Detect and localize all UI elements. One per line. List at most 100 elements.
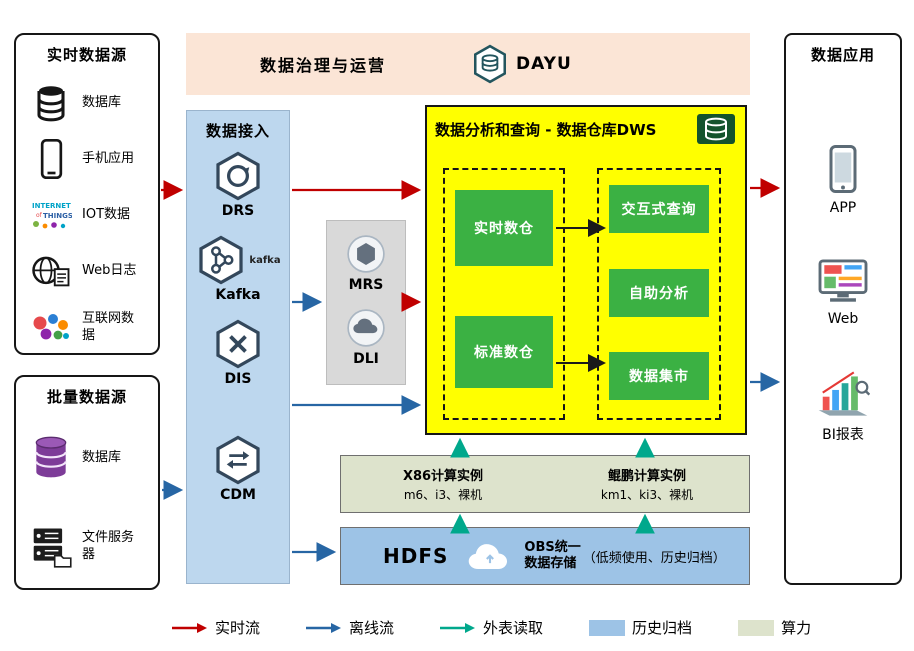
flow-legend: 实时流 离线流 外表读取 历史归档 算力 xyxy=(172,617,811,638)
service-kafka: kafka Kafka xyxy=(195,235,281,303)
governance-banner: 数据治理与运营 DAYU xyxy=(186,33,750,95)
service-mrs: MRS xyxy=(345,233,387,293)
cdm-icon xyxy=(216,435,260,485)
source-item-iot: INTERNET of THINGS IOT数据 xyxy=(16,189,158,241)
legend-label: 算力 xyxy=(781,619,812,637)
app-icon xyxy=(829,145,857,193)
legend-item-realtime: 实时流 xyxy=(172,617,260,638)
legend-label: 实时流 xyxy=(215,619,261,637)
compute-swatch xyxy=(738,619,775,636)
app-item-web: Web xyxy=(817,258,869,327)
module-label: 实时数仓 xyxy=(474,221,534,237)
source-item-mobile: 手机应用 xyxy=(16,133,158,185)
source-item-batch-database: 数据库 xyxy=(16,429,158,487)
applications-panel: 数据应用 APP Web xyxy=(784,33,902,585)
service-label-kafka: Kafka xyxy=(215,287,261,303)
source-label: 文件服务器 xyxy=(82,530,135,562)
module-label: 标准数仓 xyxy=(474,345,534,361)
legend-item-offline: 离线流 xyxy=(306,617,394,638)
app-item-app: APP xyxy=(828,145,858,216)
web-icon xyxy=(818,259,868,302)
obs-title: OBS统一 数据存储 xyxy=(524,540,580,573)
app-label: Web xyxy=(827,311,859,327)
service-label-cdm: CDM xyxy=(220,487,256,503)
svg-text:THINGS: THINGS xyxy=(43,212,72,220)
app-label: APP xyxy=(829,200,857,216)
archive-swatch xyxy=(589,619,626,636)
source-label: 手机应用 xyxy=(82,150,135,166)
obs-note: （低频使用、历史归档） xyxy=(582,550,726,566)
batch-sources-title: 批量数据源 xyxy=(46,388,127,406)
analysis-dashed-group xyxy=(597,168,721,420)
legend-item-external-read: 外表读取 xyxy=(440,617,543,638)
service-dli: DLI xyxy=(345,307,387,367)
ingestion-panel: 数据接入 DRS kafka xyxy=(186,110,290,584)
service-dis: DIS xyxy=(212,319,264,387)
dws-database-icon xyxy=(697,114,735,144)
mrs-icon xyxy=(347,235,385,273)
compute-x86-spec: m6、i3、裸机 xyxy=(403,488,483,502)
external-read-arrow-icon xyxy=(440,622,476,633)
source-label: 数据库 xyxy=(82,94,122,110)
compute-x86-title: X86计算实例 xyxy=(402,469,484,484)
module-label: 数据集市 xyxy=(629,369,689,385)
dayu-icon xyxy=(474,44,507,84)
module-standard-warehouse: 标准数仓 xyxy=(455,316,553,388)
compute-x86: X86计算实例 m6、i3、裸机 xyxy=(341,456,545,512)
database-stack-icon xyxy=(29,436,73,480)
service-label-mrs: MRS xyxy=(348,277,384,293)
bi-report-icon xyxy=(818,371,870,416)
realtime-sources-title: 实时数据源 xyxy=(46,46,127,64)
obs-line2: 数据存储 xyxy=(524,556,577,571)
kafka-wordmark: kafka xyxy=(249,254,281,266)
source-item-file-server: 文件服务器 xyxy=(16,515,158,579)
module-label: 交互式查询 xyxy=(621,202,697,218)
batch-sources-panel: 批量数据源 数据库 xyxy=(14,375,160,590)
middleware-panel: MRS DLI xyxy=(326,220,406,385)
app-item-bi: BI报表 xyxy=(816,371,870,444)
module-data-mart: 数据集市 xyxy=(609,352,709,400)
obs-cloud-icon xyxy=(469,544,508,569)
module-interactive-query: 交互式查询 xyxy=(609,185,709,233)
obs-line1: OBS统一 xyxy=(524,539,581,555)
compute-kunpeng: 鲲鹏计算实例 km1、ki3、裸机 xyxy=(545,456,749,512)
realtime-flow-arrow-icon xyxy=(172,622,207,633)
dis-icon xyxy=(216,319,260,369)
svg-text:INTERNET: INTERNET xyxy=(32,202,71,210)
internet-data-icon xyxy=(29,311,73,345)
iot-icon: INTERNET of THINGS xyxy=(29,198,73,232)
source-item-internet: 互联网数据 xyxy=(16,301,158,355)
hdfs-label: HDFS xyxy=(383,544,449,568)
source-label: 数据库 xyxy=(82,449,122,465)
compute-kunpeng-spec: km1、ki3、裸机 xyxy=(600,488,694,502)
service-label-dli: DLI xyxy=(353,351,379,367)
ingestion-title: 数据接入 xyxy=(205,122,270,140)
web-log-icon xyxy=(29,254,73,288)
database-icon xyxy=(29,84,73,122)
service-cdm: CDM xyxy=(212,435,264,503)
legend-label: 离线流 xyxy=(349,619,395,637)
source-item-weblog: Web日志 xyxy=(16,245,158,297)
warehouse-dashed-group xyxy=(443,168,565,420)
applications-title: 数据应用 xyxy=(810,46,875,64)
svg-text:of: of xyxy=(36,212,43,219)
legend-item-archive: 历史归档 xyxy=(589,617,692,638)
service-label-dis: DIS xyxy=(224,371,252,387)
drs-icon xyxy=(216,151,260,201)
source-label: 互联网数据 xyxy=(82,311,135,343)
service-drs: DRS xyxy=(212,151,264,219)
source-label: IOT数据 xyxy=(82,206,131,222)
service-label-drs: DRS xyxy=(221,203,255,219)
app-label: BI报表 xyxy=(822,427,864,443)
dws-title: 数据分析和查询 - 数据仓库DWS xyxy=(435,120,657,139)
storage-panel: HDFS OBS统一 数据存储 （低频使用、历史归档） xyxy=(340,527,750,585)
source-item-database: 数据库 xyxy=(16,77,158,129)
module-label: 自助分析 xyxy=(629,286,689,302)
compute-panel: X86计算实例 m6、i3、裸机 鲲鹏计算实例 km1、ki3、裸机 xyxy=(340,455,750,513)
offline-flow-arrow-icon xyxy=(306,622,342,633)
compute-kunpeng-title: 鲲鹏计算实例 xyxy=(607,469,686,484)
module-self-service-analysis: 自助分析 xyxy=(609,269,709,317)
dayu-product-name: DAYU xyxy=(516,54,572,74)
mobile-app-icon xyxy=(29,139,73,179)
